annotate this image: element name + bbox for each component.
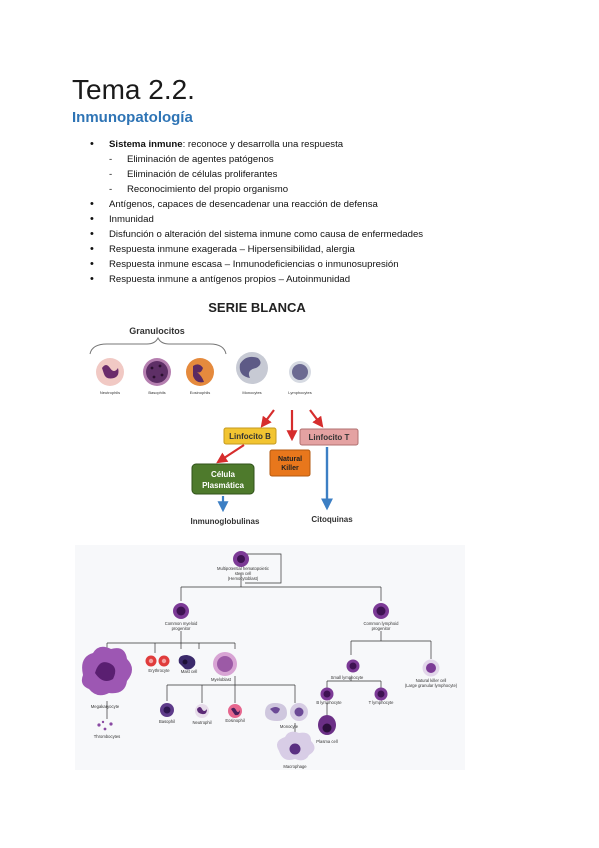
nk-label-1: Natural killer cell [416,678,447,683]
bullet-item: Respuesta inmune escasa – Inmunodeficien… [90,257,549,272]
megakaryocyte-icon [81,646,132,696]
stem-label-1: Multipotential hematopoietic [217,566,269,571]
bullet-item: Respuesta inmune exagerada – Hipersensib… [90,242,549,257]
sub-item: Reconocimiento del propio organismo [109,182,549,197]
arrow-to-linfocito-t [309,409,324,428]
basophil-icon [160,703,174,717]
linfocito-b-label: Linfocito B [229,432,271,441]
nk-label-2: (Large granular lymphocyte) [405,683,458,688]
natural-killer-box [269,449,311,477]
bullet-item: Sistema inmune: reconoce y desarrolla un… [90,137,549,197]
granulocitos-brace [89,336,227,355]
lymphocytes-label: Lymphocytes [288,390,311,395]
bullet-item: Respuesta inmune a antígenos propios – A… [90,272,549,287]
monocyte-cell-icon [236,352,268,384]
linfocito-b-box [223,427,277,445]
page-title: Tema 2.2. [72,74,195,105]
linfocito-t-box [299,428,359,446]
myeloblast-label: Myeloblast [211,677,232,682]
neutrophil-label: Neutrophil [192,720,211,725]
macrophage-label: Macrophage [283,764,307,769]
plasma-cell-label: Plasma cell [316,739,337,744]
small-lymphocyte-icon [346,659,360,673]
myeloid-label-2: progenitor [172,626,191,631]
b-lymphocyte-icon [320,687,334,701]
monocyte-label: Monocyte [280,724,299,729]
stem-label-2: stem cell [235,571,252,576]
mast-cell-icon [178,655,196,670]
plasma-cell-icon [318,715,336,735]
killer-label: Killer [281,465,299,472]
basophil-cell-icon [143,358,171,386]
plasmatica-label: Plasmática [202,481,244,490]
natural-killer-cell-icon [422,659,440,677]
neutrophil-cell-icon [96,358,124,386]
sub-list: Eliminación de agentes patógenos Elimina… [109,152,549,197]
lymphocyte-cell-icon [289,361,311,383]
page-subtitle: Inmunopatología [72,109,193,126]
connector-lines [106,553,432,741]
basophil-label: Basophil [159,719,175,724]
eosinophil-icon [228,704,242,718]
mast-cell-label: Mast cell [181,669,198,674]
thrombocytes-label: Thrombocytes [94,734,121,739]
lymphoid-label-1: Common lymphoid [364,621,400,626]
serie-blanca-diagram: SERIE BLANCA Granulocitos Neutrophils Ba… [89,300,359,526]
b-lymphocyte-label: B lymphocyte [316,700,342,705]
neutrophil-icon [195,704,209,718]
myeloid-label-1: Common myeloid [165,621,198,626]
basophils-label: Basophils [148,390,165,395]
natural-label: Natural [278,456,302,463]
bullet-text: : reconoce y desarrolla una respuesta [182,139,344,150]
arrow-to-linfocito-b [260,409,275,428]
granulocitos-label: Granulocitos [129,326,185,336]
eosinophil-label: Eosinophil [225,718,244,723]
t-lymphocyte-label: T lymphocyte [369,700,394,705]
bullet-bold-term: Sistema inmune [109,139,183,150]
megakaryocyte-label: Megakaryocyte [91,704,120,709]
bullet-item: Disfunción o alteración del sistema inmu… [90,227,549,242]
inmunoglobulinas-label: Inmunoglobulinas [191,517,260,526]
linfocito-t-label: Linfocito T [309,433,350,442]
t-lymphocyte-icon [374,687,388,701]
bullet-list: Sistema inmune: reconoce y desarrolla un… [90,137,549,287]
monocyte-icon [265,703,308,721]
arrow-to-celula-plasmatica [216,444,245,464]
lymphoid-label-2: progenitor [372,626,391,631]
erythrocyte-icon [145,655,170,667]
neutrophils-label: Neutrophils [100,390,120,395]
hematopoiesis-diagram: Multipotential hematopoietic stem cell (… [75,545,465,770]
erythrocyte-label: Erythrocyte [148,668,170,673]
thrombocytes-icon [97,720,113,731]
sub-item: Eliminación de agentes patógenos [109,152,549,167]
bullet-item: Inmunidad [90,212,549,227]
eosinophils-label: Eosinophils [190,390,210,395]
small-lymphocyte-label: Small lymphocyte [331,675,364,680]
sub-item: Eliminación de células proliferantes [109,167,549,182]
celula-label: Célula [211,470,236,479]
monocytes-label: Monocytes [242,390,261,395]
celula-plasmatica-box [191,463,255,495]
myeloblast-icon [213,652,237,676]
bullet-item: Antígenos, capaces de desencadenar una r… [90,197,549,212]
stem-label-3: (Hemocytoblast) [228,576,259,581]
macrophage-icon [277,731,315,761]
eosinophil-cell-icon [186,358,214,386]
citoquinas-label: Citoquinas [311,515,353,524]
figure-title: SERIE BLANCA [208,300,306,315]
